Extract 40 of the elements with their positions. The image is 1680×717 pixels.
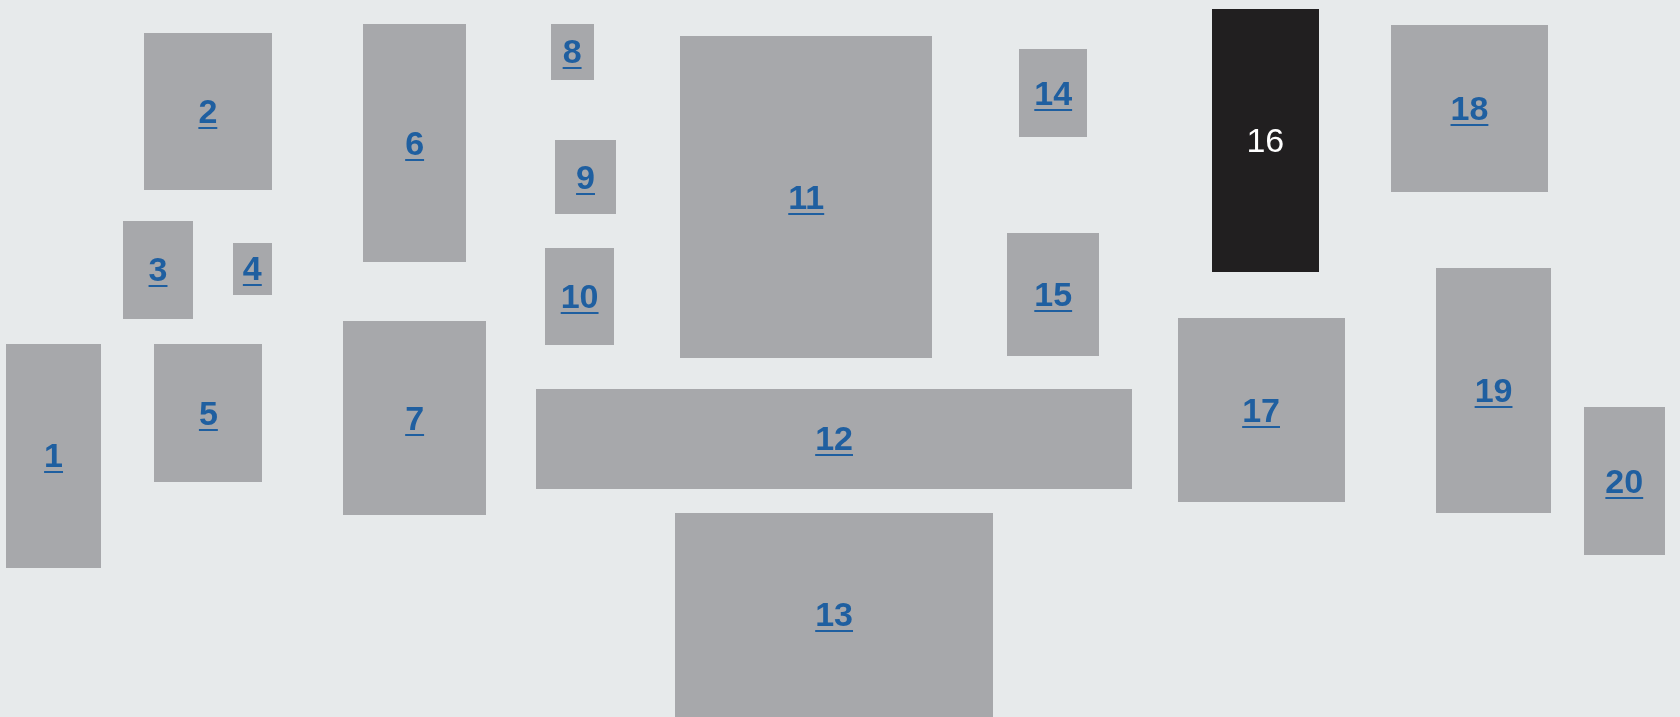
tile-link: 12 xyxy=(815,419,853,459)
tile-link: 13 xyxy=(815,595,853,635)
tile xyxy=(675,513,994,717)
tile xyxy=(1007,232,1100,356)
tile xyxy=(550,23,594,81)
tile-link: 2 xyxy=(198,91,218,131)
tile xyxy=(1018,49,1088,138)
tile-link: 14 xyxy=(1034,73,1073,113)
tile xyxy=(1177,318,1345,503)
tile xyxy=(1390,24,1549,192)
tile-link: 11 xyxy=(788,177,825,217)
tile-link: 17 xyxy=(1242,390,1280,430)
tile-link: 4 xyxy=(242,249,262,289)
tile xyxy=(680,36,933,358)
tile-link: 6 xyxy=(405,123,425,163)
tile xyxy=(363,23,467,263)
tile-link: 18 xyxy=(1450,88,1489,128)
tile-link: 8 xyxy=(562,32,582,72)
tile-link: 7 xyxy=(405,398,425,438)
tile xyxy=(1583,407,1665,555)
tile xyxy=(535,388,1133,489)
tile xyxy=(143,33,273,190)
tile-link: 9 xyxy=(576,157,595,197)
tile xyxy=(154,343,263,483)
tile-link: 3 xyxy=(148,250,168,290)
tile xyxy=(1435,267,1552,514)
tile xyxy=(342,321,487,516)
tile-number: 16 xyxy=(1246,120,1285,160)
tile-link: 10 xyxy=(560,276,599,316)
tile xyxy=(6,343,101,568)
tile-link: 19 xyxy=(1474,371,1513,410)
tile-link: 5 xyxy=(198,393,218,433)
tile xyxy=(232,243,273,295)
tile-link: 1 xyxy=(44,436,63,476)
tile-link: 20 xyxy=(1605,461,1644,501)
tile xyxy=(1211,8,1319,273)
tile-link: 15 xyxy=(1034,274,1073,314)
tile xyxy=(123,220,193,320)
tile xyxy=(545,247,614,345)
tile xyxy=(555,140,617,215)
